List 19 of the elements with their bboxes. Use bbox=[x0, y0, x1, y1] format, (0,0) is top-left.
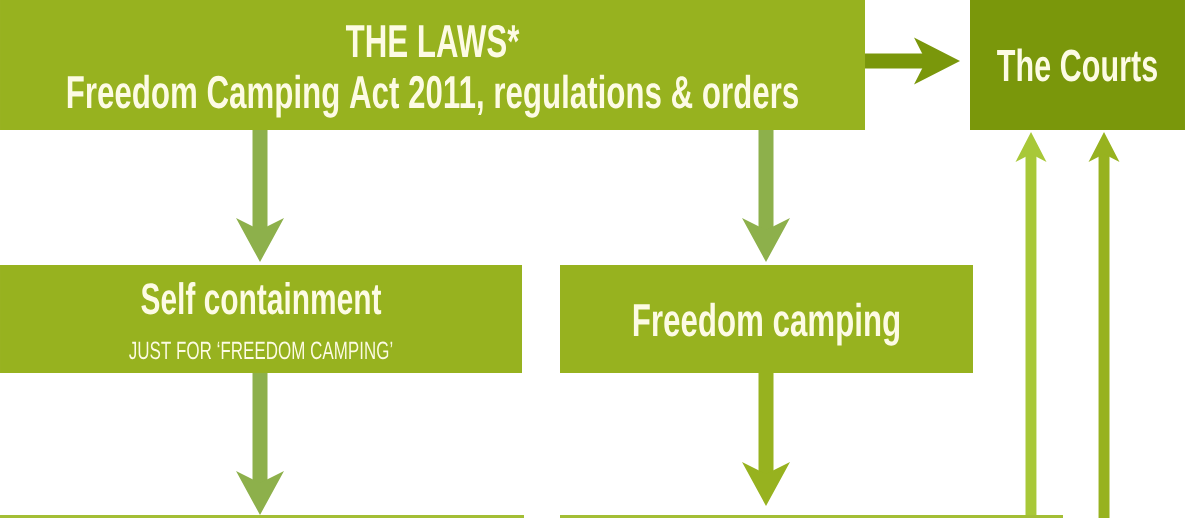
arrow bbox=[236, 130, 284, 262]
cut-off-box bbox=[0, 515, 524, 518]
heading: THE LAWS* bbox=[345, 24, 520, 58]
arrow bbox=[742, 373, 790, 506]
heading: Freedom camping bbox=[633, 302, 900, 346]
arrow bbox=[1088, 132, 1120, 518]
process-box bbox=[0, 265, 522, 373]
process-box bbox=[970, 0, 1185, 130]
heading: Self containment bbox=[141, 282, 382, 315]
cut-off-box bbox=[560, 515, 1063, 518]
subheading: JUST FOR ‘FREEDOM CAMPING’ bbox=[129, 341, 393, 360]
arrow bbox=[236, 373, 284, 515]
heading: The Courts bbox=[997, 48, 1157, 82]
subheading: Freedom Camping Act 2011, regulations & orders bbox=[67, 74, 798, 118]
arrow bbox=[865, 37, 960, 85]
process-box bbox=[560, 265, 973, 373]
arrow bbox=[1015, 132, 1047, 515]
process-box bbox=[0, 0, 865, 130]
arrow bbox=[742, 130, 790, 262]
